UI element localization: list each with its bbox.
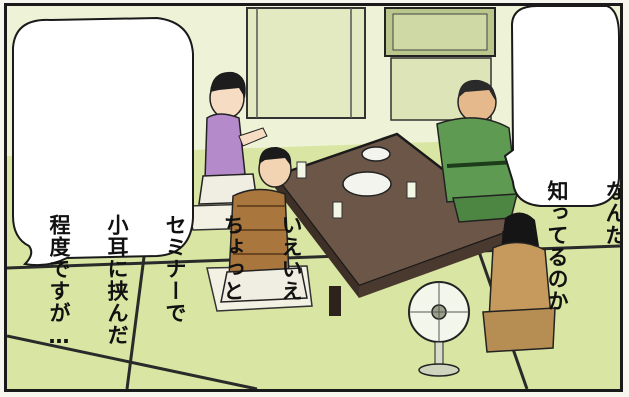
speech-text-right: なんだ 知ってるのか: [513, 30, 623, 312]
television: [384, 7, 496, 121]
speech-bubble-left: [12, 16, 194, 267]
panel-artwork: [7, 6, 620, 389]
speech-bubble-right: [503, 6, 620, 207]
manga-panel: いえいえ ちょっと セミナーで 小耳に挟んだ 程度ですが… なんだ 知ってるのか: [4, 3, 623, 392]
low-table: [272, 132, 522, 316]
speech-line: 程度ですが…: [47, 214, 71, 349]
speech-line: 知ってるのか: [545, 180, 569, 312]
speech-line: セミナーで: [163, 214, 187, 324]
speech-line: なんだ: [603, 180, 623, 246]
speech-text-left: いえいえ ちょっと セミナーで 小耳に挟んだ 程度ですが…: [15, 64, 334, 349]
woman-from-behind: [482, 212, 556, 353]
man-in-plaid: [220, 146, 308, 303]
electric-fan: [408, 281, 470, 377]
speech-line: ちょっと: [221, 214, 245, 302]
man-in-green-kimono: [436, 79, 518, 223]
sliding-door: [246, 7, 366, 119]
speech-line: いえいえ: [279, 214, 303, 302]
speech-line: 小耳に挟んだ: [105, 214, 129, 346]
woman-in-purple: [198, 71, 268, 205]
